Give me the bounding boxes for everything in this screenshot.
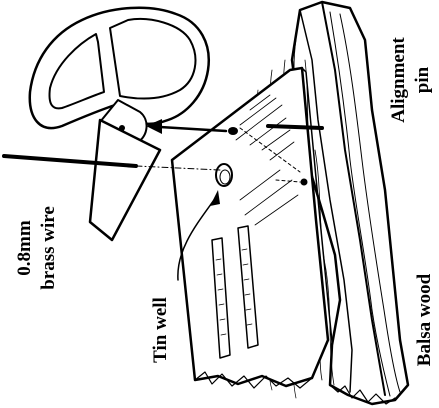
label-alignment-line1: Alignment (388, 37, 409, 123)
label-wire-line2: brass wire (38, 206, 59, 290)
label-tin-well: Tin well (150, 297, 171, 363)
label-alignment-line2: pin (412, 66, 433, 93)
alignment-pin (268, 126, 322, 128)
label-wire-line1: 0.8mm (14, 220, 35, 276)
label-balsa-wood: Balsa wood (414, 273, 435, 366)
